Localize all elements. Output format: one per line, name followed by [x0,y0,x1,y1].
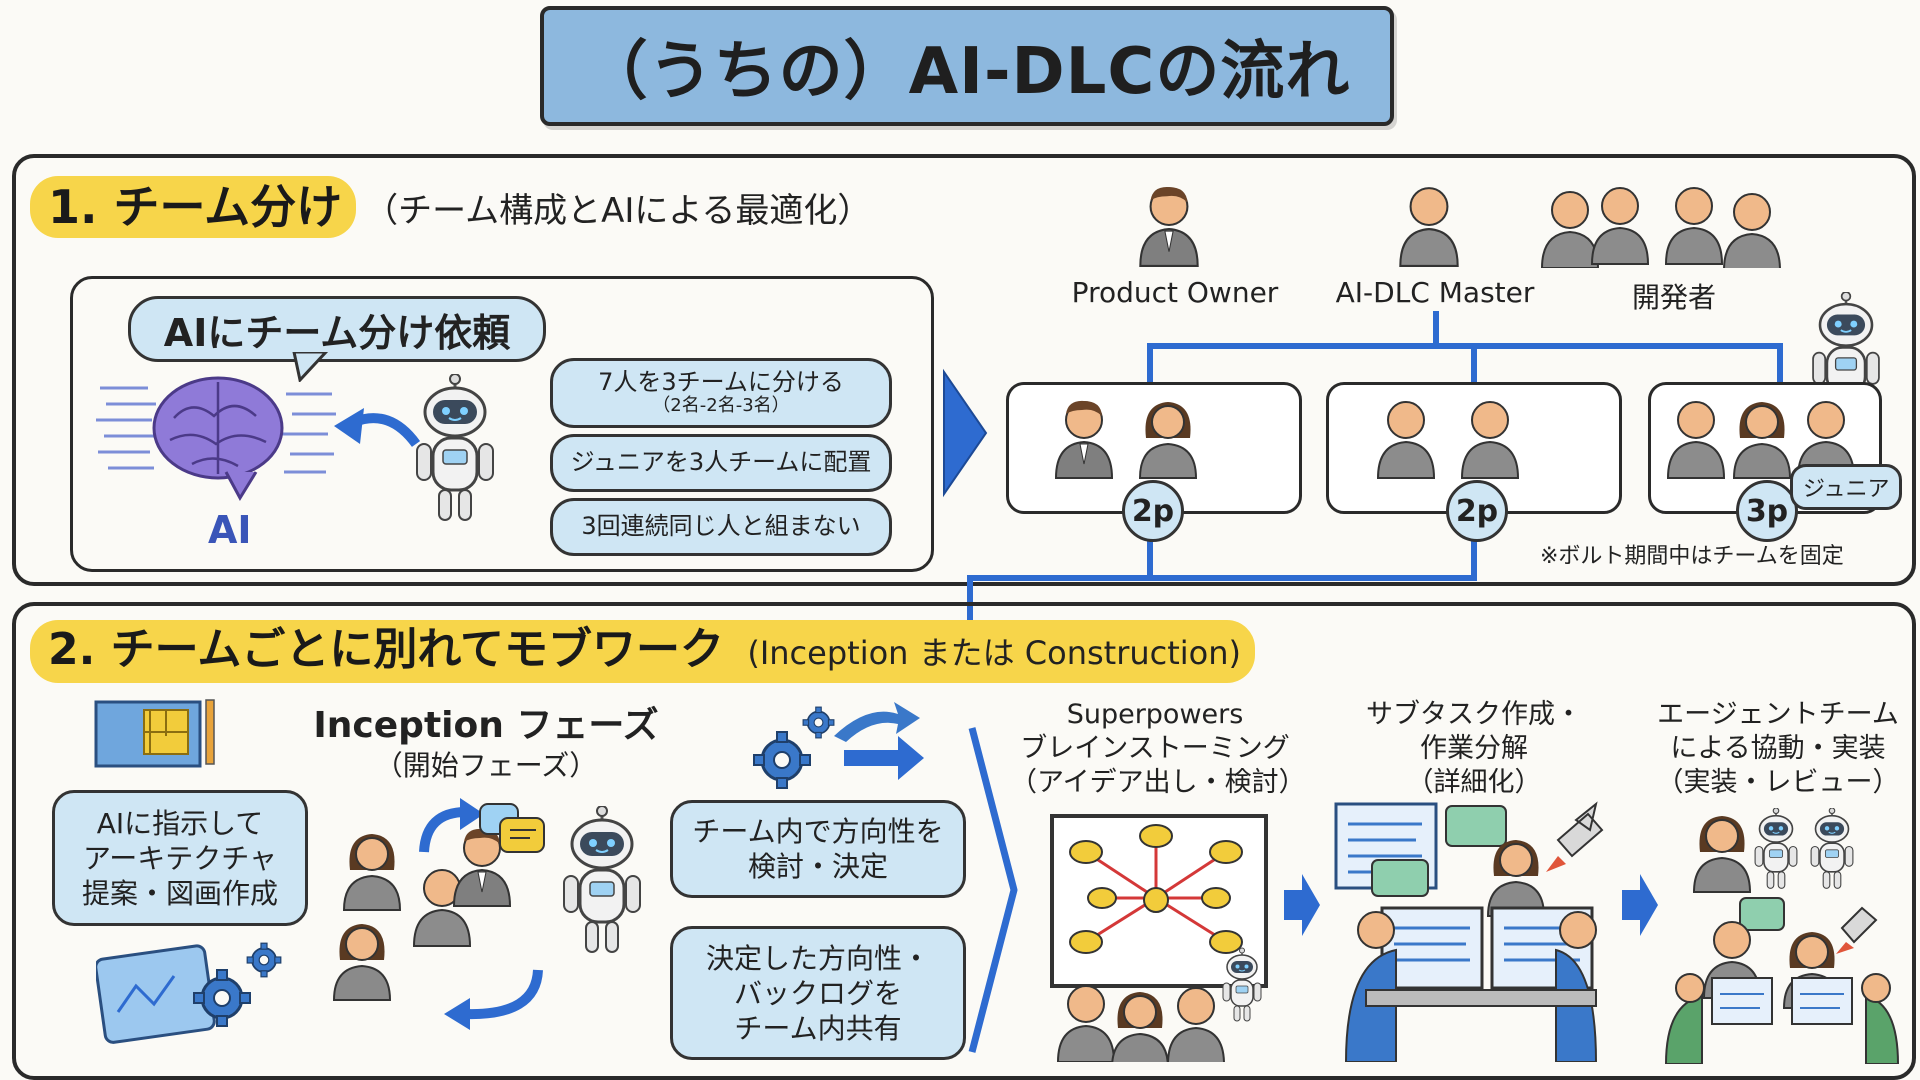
team2-members [1377,401,1519,479]
chevron-right-icon [943,368,988,498]
ai-request-bubble: AIにチーム分け依頼 [128,296,546,362]
tablet-gears-icon [96,942,282,1044]
section-team-split [12,154,1916,586]
agent-team-illustration [1664,808,1900,1064]
arrow-right-icon-2 [1622,874,1658,936]
ai-dlc-master-avatar [1399,187,1459,267]
inception-phase-title: Inception フェーズ [313,705,659,746]
arrow-right-icon-1 [1284,874,1320,936]
role-developers: 開発者 [1631,281,1716,314]
page-title: （うちの）AI-DLCの流れ [540,6,1394,126]
gears-arrows-icon [752,702,924,790]
role-product-owner: Product Owner [1071,276,1279,309]
team-connector-lines [967,311,1783,625]
robot-icon [415,374,495,522]
junior-tag: ジュニア [1790,464,1903,510]
ai-label: AI [208,508,252,552]
stage-subtask-label: サブタスク作成・ 作業分解 （詳細化） [1366,699,1582,798]
product-owner-avatar [1139,185,1199,267]
section2-header: 2. チームごとに別れてモブワーク (Inception または Constru… [30,620,1256,683]
team1-badge: 2p [1122,480,1184,542]
section1-subheading: （チーム構成とAIによる最適化） [364,190,872,231]
direction-decision-box: チーム内で方向性を 検討・決定 [670,800,966,898]
cycle-arrow-bottom-icon [444,969,543,1030]
role-ai-dlc-master: AI-DLC Master [1335,276,1535,309]
rule-3-text: 3回連続同じ人と組まない [581,512,861,541]
inception-robot-icon [562,806,642,954]
stage-agent-team-label: エージェントチーム による協動・実装 （実装・レビュー） [1656,699,1900,798]
rule-pill-1: 7人を3チームに分ける （2名-2名-3名） [550,358,892,428]
developers-avatar-group [1541,187,1781,268]
team3-badge: 3p [1736,480,1798,542]
section1-header: 1. チーム分け （チーム構成とAIによる最適化） [30,176,871,238]
blueprint-icon [94,699,215,768]
ai-request-box [70,276,934,572]
section2-subheading: (Inception または Construction) [747,634,1242,672]
rule-pill-2: ジュニアを3人チームに配置 [550,434,892,492]
team-fixed-note: ※ボルト期間中はチームを固定 [1540,544,1844,569]
section1-heading: 1. チーム分け [30,176,357,238]
inception-phase-sub: （開始フェーズ） [374,749,598,782]
section-divider-chevron [968,727,1018,1053]
ai-architecture-box: AIに指示して アーキテクチャ 提案・図画作成 [52,790,308,926]
rule-1-sub: （2名-2名-3名） [652,395,790,417]
ai-brain-icon [96,376,336,502]
brainstorming-illustration [1050,814,1268,1062]
arrow-to-brain-icon [334,408,420,448]
section2-heading-text: 2. チームごとに別れてモブワーク [48,624,725,675]
cycle-arrow-top-icon [419,798,484,853]
team1-members [1055,399,1197,479]
rule-2-text: ジュニアを3人チームに配置 [570,448,872,477]
section-mob-work [12,602,1916,1080]
section2-heading: 2. チームごとに別れてモブワーク (Inception または Constru… [30,620,1256,683]
team2-badge: 2p [1446,480,1508,542]
backlog-share-box: 決定した方向性・ バックログを チーム内共有 [670,926,966,1060]
stage-brainstorming-label: Superpowers ブレインストーミング （アイデア出し・検討） [1010,699,1306,798]
rule-pill-3: 3回連続同じ人と組まない [550,498,892,556]
subtask-illustration [1334,801,1604,1062]
rule-1-text: 7人を3チームに分ける [598,367,844,396]
bubble-tail-icon [292,352,329,382]
chat-bubbles-icon [479,803,545,853]
